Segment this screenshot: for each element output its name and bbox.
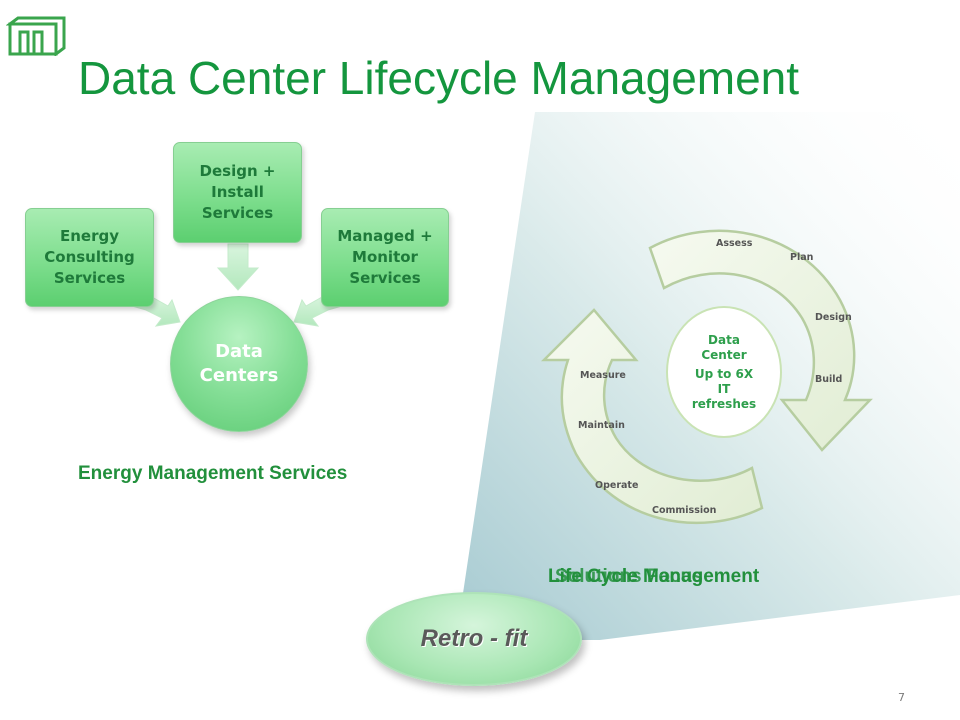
stage-maintain: Maintain — [578, 420, 625, 431]
stage-measure: Measure — [580, 370, 626, 381]
retro-fit-label: Retro - fit — [420, 625, 528, 652]
data-centers-label: Data Centers — [199, 341, 279, 386]
stage-assess: Assess — [716, 238, 753, 249]
cycle-center-title: Data Center — [701, 332, 747, 362]
managed-monitor-box: Managed + Monitor Services — [321, 208, 449, 307]
lifecycle-cycle-diagram: Assess Plan Design Build Commission Oper… — [540, 229, 873, 525]
design-install-box: Design + Install Services — [173, 142, 302, 243]
stage-build: Build — [815, 374, 842, 385]
stage-plan: Plan — [790, 252, 814, 263]
retro-fit-ellipse: Retro - fit — [366, 592, 582, 686]
energy-consulting-box: Energy Consulting Services — [25, 208, 154, 307]
managed-monitor-label: Managed + Monitor Services — [337, 227, 433, 287]
design-install-label: Design + Install Services — [199, 162, 276, 222]
cycle-arrow-upper — [648, 229, 873, 452]
energy-management-caption: Energy Management Services — [78, 463, 348, 484]
data-centers-circle: Data Centers — [170, 296, 308, 432]
arrow-down-icon — [216, 243, 260, 291]
stage-design: Design — [815, 312, 852, 323]
energy-consulting-label: Energy Consulting Services — [44, 227, 135, 287]
company-logo-icon — [6, 16, 66, 56]
cycle-center-subtitle: Up to 6X IT refreshes — [691, 366, 757, 411]
cycle-arrow-lower — [540, 308, 764, 525]
stage-commission: Commission — [652, 505, 717, 516]
cycle-center-circle: Data Center Up to 6X IT refreshes — [666, 306, 782, 438]
life-cycle-caption: Life Cycle Management — [548, 566, 760, 587]
stage-operate: Operate — [595, 480, 638, 491]
page-number: 7 — [898, 691, 905, 704]
solutions-focus-caption: Solutions Focus — [555, 566, 703, 587]
page-title: Data Center Lifecycle Management — [78, 52, 800, 104]
